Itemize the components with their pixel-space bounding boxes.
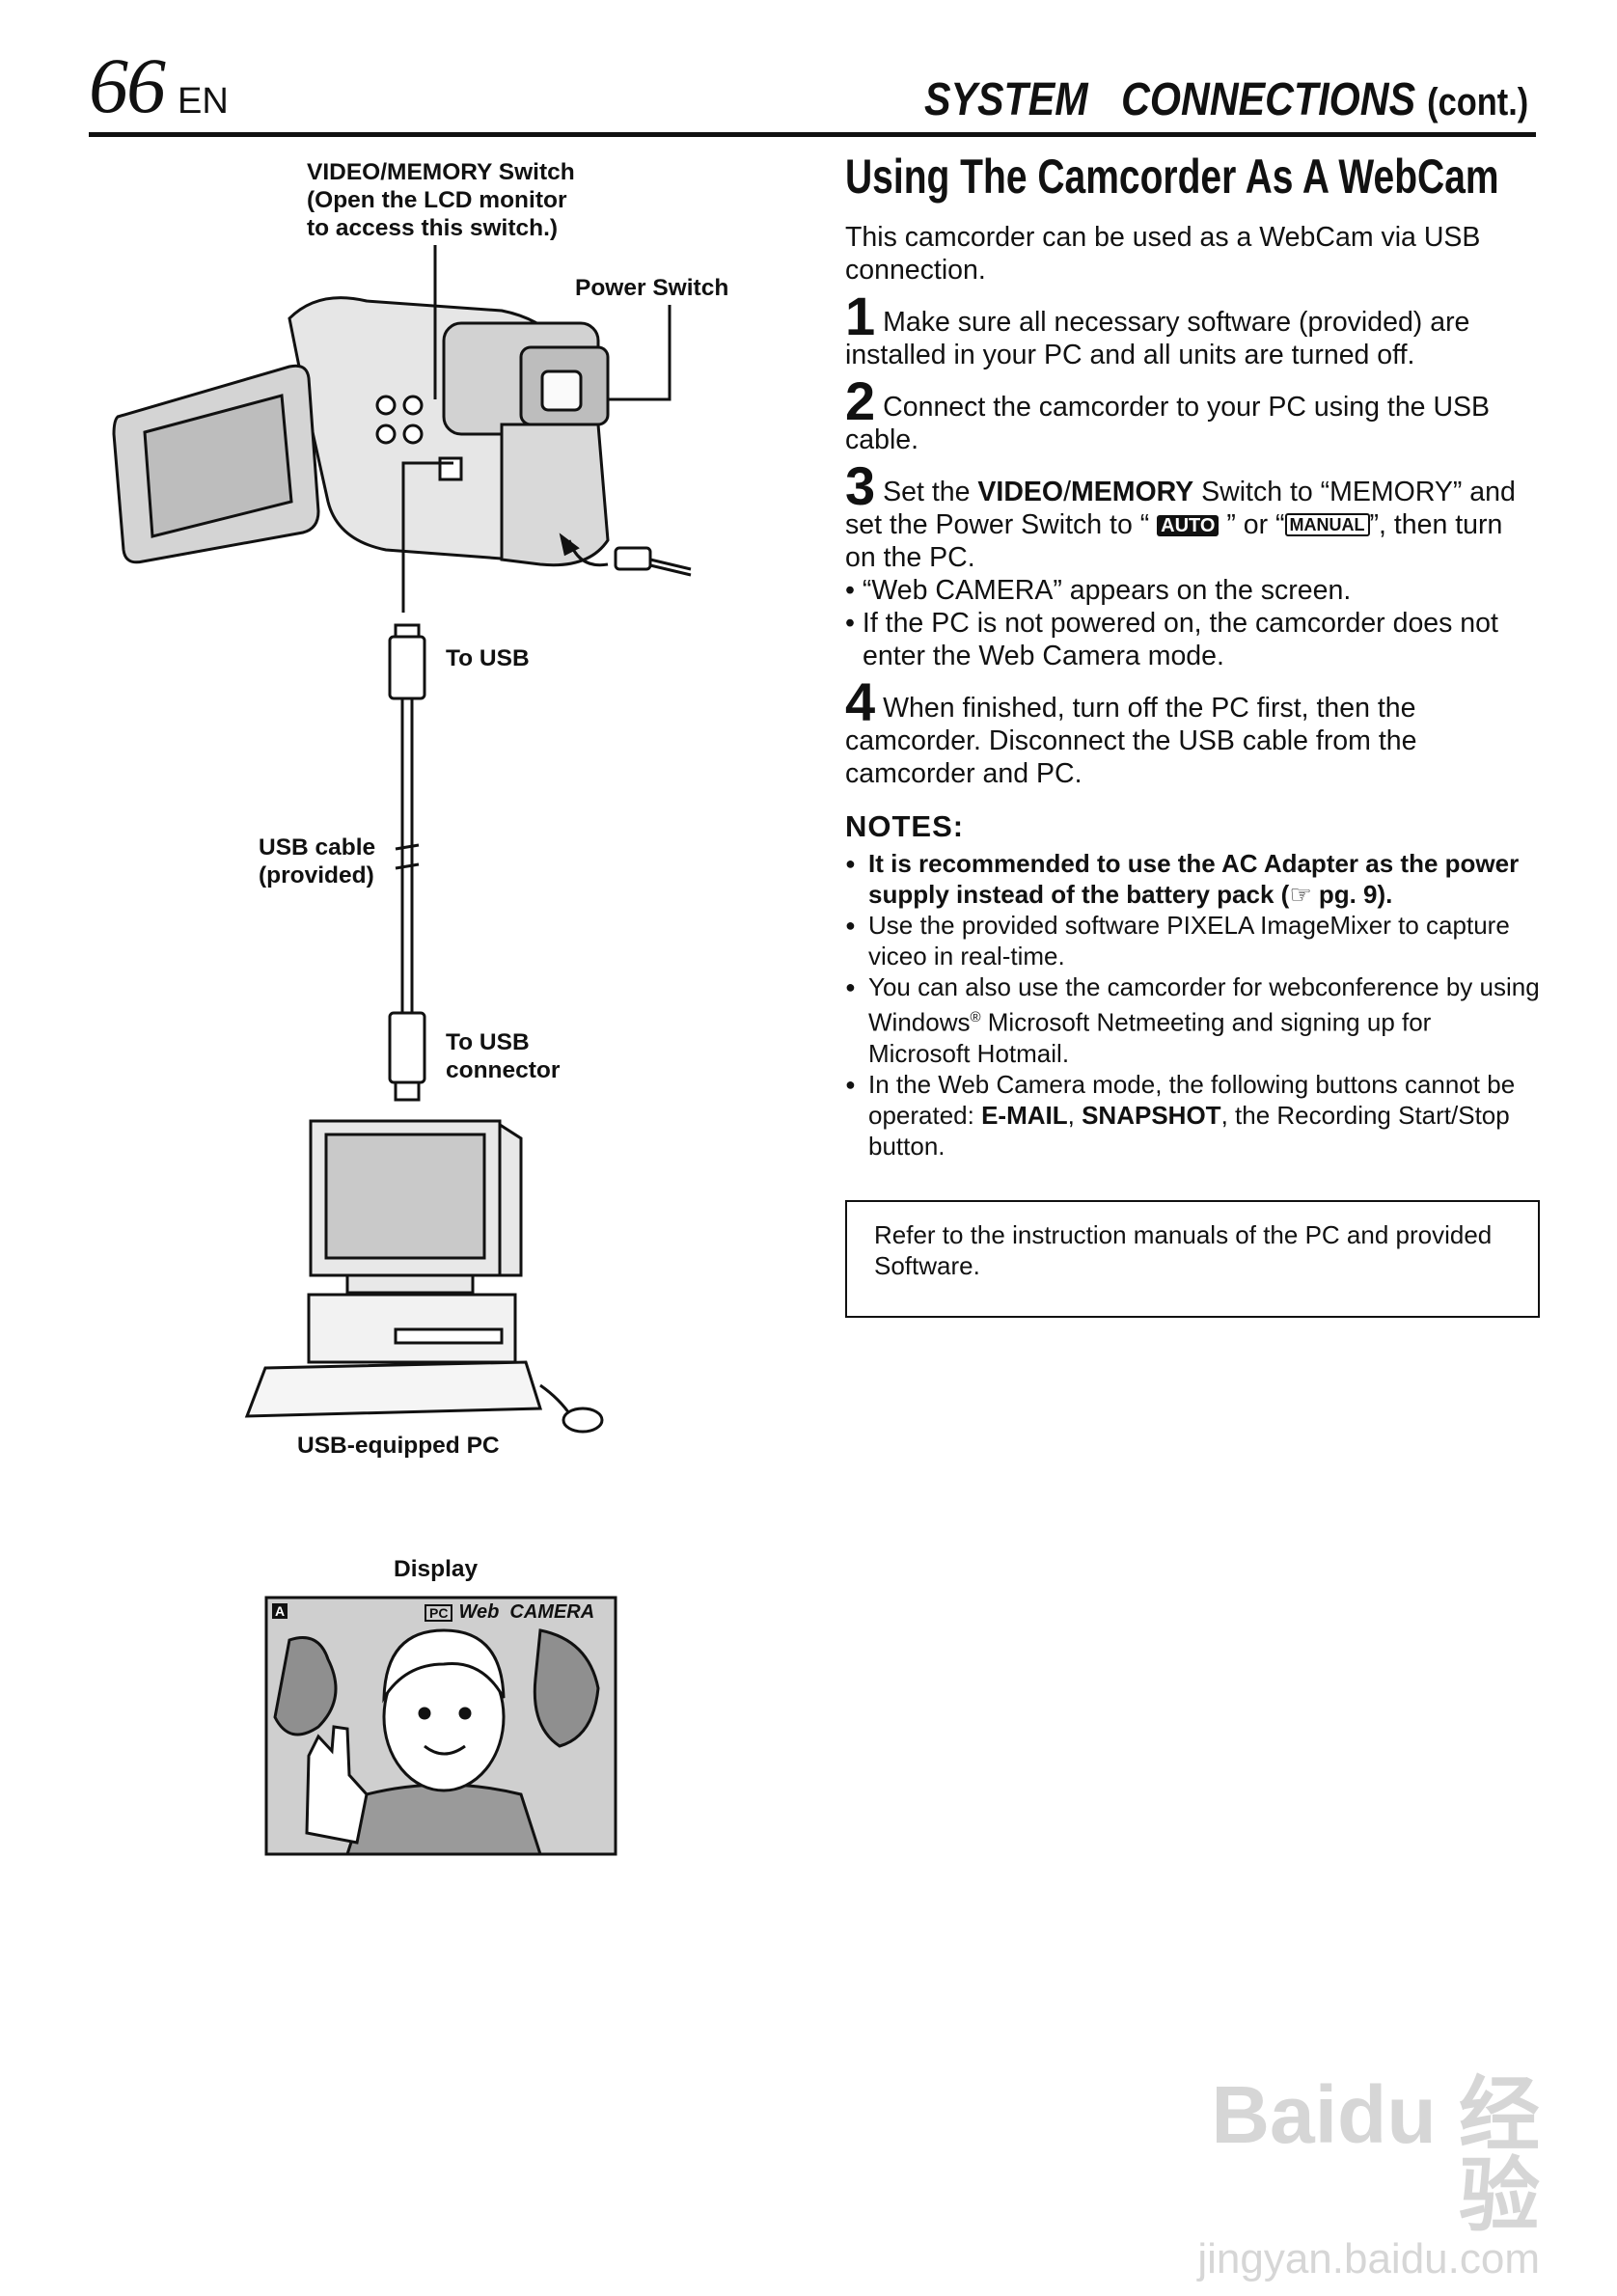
step-text: Switch to “MEMORY” and set the Power Swi… [845,477,1516,540]
note-text: You can also use the camcorder for webco… [868,972,1540,1037]
refer-box: Refer to the instruction manuals of the … [845,1199,1540,1318]
label-video-memory-switch: VIDEO/MEMORY Switch (Open the LCD monito… [307,159,575,241]
label-display: Display [394,1556,479,1582]
note-text: , the Recording Start/Stop button. [868,1100,1510,1161]
step-text: Set the [883,477,978,507]
note-item: In the Web Camera mode, the following bu… [845,1069,1540,1162]
display-osd: PC Web CAMERA [425,1601,594,1623]
step-text: ”, then turn on the PC. [845,509,1503,573]
step-text: / [1063,477,1071,507]
step-text: When finished, turn off the PC first, th… [845,693,1417,789]
label-usb-equipped-pc: USB-equipped PC [297,1433,500,1459]
section-cont: (cont.) [1426,81,1528,123]
label-usb-cable: USB cable (provided) [259,834,376,888]
note-text: , [1067,1100,1083,1130]
step-text: Make sure all necessary software (provid… [845,307,1470,370]
note-item: Use the provided software PIXELA ImageMi… [845,910,1540,971]
note-item: You can also use the camcorder for webco… [845,971,1540,1069]
article: Using The Camcorder As A WebCam This cam… [845,150,1540,1318]
registered-mark: ® [970,1009,981,1025]
watermark-brand: Baidu 经验 [1211,2069,1540,2241]
video-label: VIDEO [977,477,1064,507]
note-item: It is recommended to use the AC Adapter … [845,848,1540,910]
step-bullet: • “Web CAMERA” appears on the screen. [845,575,1352,606]
email-button-label: E-MAIL [981,1100,1068,1130]
display-osd-text: Web CAMERA [458,1601,595,1623]
header-rule [89,132,1536,137]
watermark-url: jingyan.baidu.com [1197,2235,1540,2282]
article-title: Using The Camcorder As A WebCam [845,150,1499,204]
note-text: In the Web Camera mode, the following bu… [868,1069,1516,1130]
section-title: SYSTEM CONNECTIONS (cont.) [924,77,1528,123]
step-number: 3 [845,455,876,516]
display-cartoon [264,1596,617,1856]
step-text: Connect the camcorder to your PC using t… [845,392,1491,455]
page-language: EN [178,81,229,122]
pc-illustration [244,1119,604,1434]
watermark: Baidu 经验 jingyan.baidu.com [1154,2074,1540,2282]
step-text: ” or “ [1219,509,1285,540]
step-number: 2 [845,370,876,431]
label-to-usb-connector: To USB connector [446,1029,561,1083]
label-to-usb: To USB [446,645,530,671]
auto-badge: AUTO [1157,515,1220,536]
manual-badge: MANUAL [1284,513,1370,536]
step-number: 4 [845,671,876,732]
step-bullet: • If the PC is not powered on, the camco… [845,608,1498,671]
note-text: Microsoft Netmeeting and signing up for … [868,1007,1432,1068]
step-number: 1 [845,286,876,346]
label-power-switch: Power Switch [575,275,729,301]
display-osd-pc: PC [425,1604,453,1622]
notes-heading: NOTES: [845,809,965,843]
snapshot-button-label: SNAPSHOT [1082,1100,1221,1130]
camcorder-illustration [112,296,610,567]
display-mode-badge: A [272,1603,288,1619]
memory-label: MEMORY [1071,477,1194,507]
section-title-text: SYSTEM CONNECTIONS [923,74,1415,125]
page-number: 66 [89,41,166,129]
article-intro: This camcorder can be used as a WebCam v… [845,222,1481,286]
